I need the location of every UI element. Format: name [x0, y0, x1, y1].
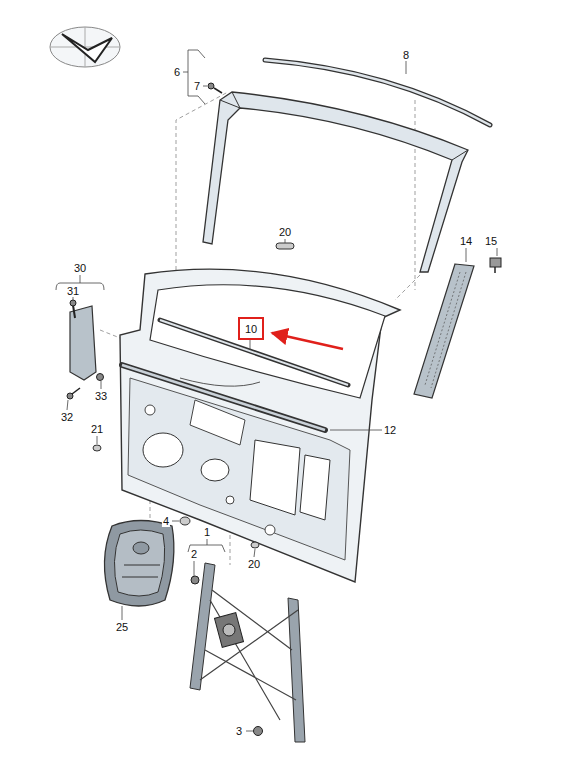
plug	[93, 445, 101, 451]
speaker-cover	[104, 521, 173, 607]
plug	[251, 542, 259, 548]
inner-seal	[160, 320, 348, 385]
callout-number: 20	[247, 558, 261, 570]
callout-number: 32	[60, 411, 74, 423]
callout-number: 12	[383, 424, 397, 436]
callout-number: 31	[66, 285, 80, 297]
callout-number: 1	[203, 526, 211, 538]
callout-number: 25	[115, 621, 129, 633]
nut	[191, 576, 199, 584]
window-frame	[203, 92, 468, 272]
highlight-box: 10	[238, 317, 264, 340]
callout-number: 30	[73, 262, 87, 274]
screw	[208, 83, 222, 93]
plug	[180, 517, 190, 525]
callout-number: 2	[190, 548, 198, 560]
callout-number: 20	[278, 226, 292, 238]
screw	[73, 305, 75, 318]
view-icon	[50, 27, 120, 67]
callout-number: 6	[173, 66, 181, 78]
clip	[276, 243, 294, 249]
hinge-bracket	[70, 306, 96, 380]
clip	[490, 258, 501, 273]
callout-number: 21	[90, 423, 104, 435]
callout-number: 33	[94, 390, 108, 402]
screw	[97, 374, 104, 381]
nut	[254, 727, 263, 736]
highlight-arrow	[272, 333, 343, 349]
callout-number: 10	[245, 323, 257, 335]
window-guide	[414, 264, 474, 398]
callout-number: 14	[459, 235, 473, 247]
outer-seal	[122, 365, 325, 430]
callout-number: 3	[235, 725, 243, 737]
callout-number: 15	[484, 235, 498, 247]
leader-lines	[56, 50, 497, 731]
callout-number: 8	[402, 49, 410, 61]
window-regulator	[190, 563, 305, 742]
screw	[67, 388, 80, 399]
callout-number: 4	[162, 515, 170, 527]
callout-number: 7	[193, 80, 201, 92]
